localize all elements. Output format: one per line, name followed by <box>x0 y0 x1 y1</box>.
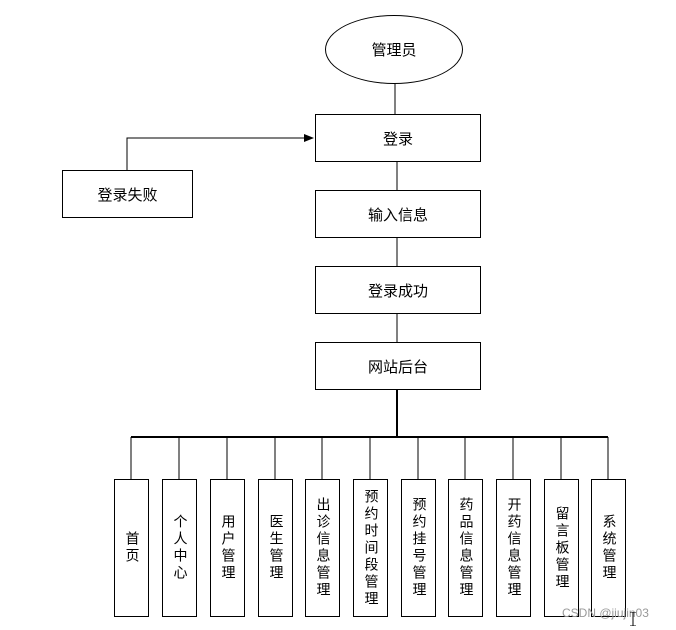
input-info-node: 输入信息 <box>315 190 481 238</box>
module-label: 预约时间段管理 <box>362 488 379 608</box>
module-user-management: 用户管理 <box>210 479 245 617</box>
backend-node: 网站后台 <box>315 342 481 390</box>
module-home: 首页 <box>114 479 149 617</box>
login-node: 登录 <box>315 114 481 162</box>
watermark: CSDN @jiujin03 <box>562 606 649 620</box>
module-drop-lines <box>130 437 609 479</box>
module-label: 首页 <box>123 531 140 565</box>
module-message-board-management: 留言板管理 <box>544 479 579 617</box>
module-label: 开药信息管理 <box>505 497 522 599</box>
admin-label: 管理员 <box>371 41 417 59</box>
module-personal-center: 个人中心 <box>162 479 197 617</box>
module-label: 预约挂号管理 <box>410 497 427 599</box>
module-label: 医生管理 <box>267 514 284 582</box>
module-label: 个人中心 <box>171 514 188 582</box>
module-label: 药品信息管理 <box>457 497 474 599</box>
failed-to-login-arrow <box>126 134 314 170</box>
module-label: 系统管理 <box>600 514 617 582</box>
module-drug-info-management: 药品信息管理 <box>448 479 483 617</box>
module-registration-management: 预约挂号管理 <box>401 479 436 617</box>
module-prescription-management: 开药信息管理 <box>496 479 531 617</box>
module-label: 留言板管理 <box>553 505 570 591</box>
module-system-management: 系统管理 <box>591 479 626 617</box>
login-success-label: 登录成功 <box>367 281 428 300</box>
login-success-node: 登录成功 <box>315 266 481 314</box>
login-failed-node: 登录失败 <box>62 170 193 218</box>
module-label: 用户管理 <box>219 514 236 582</box>
input-info-label: 输入信息 <box>367 205 428 224</box>
login-failed-label: 登录失败 <box>97 185 158 204</box>
text-cursor-icon <box>630 612 636 626</box>
module-appointment-slot-management: 预约时间段管理 <box>353 479 388 617</box>
login-label: 登录 <box>382 129 413 148</box>
admin-node: 管理员 <box>325 15 463 84</box>
module-visit-info-management: 出诊信息管理 <box>305 479 340 617</box>
backend-label: 网站后台 <box>367 357 428 376</box>
module-label: 出诊信息管理 <box>314 497 331 599</box>
module-doctor-management: 医生管理 <box>258 479 293 617</box>
